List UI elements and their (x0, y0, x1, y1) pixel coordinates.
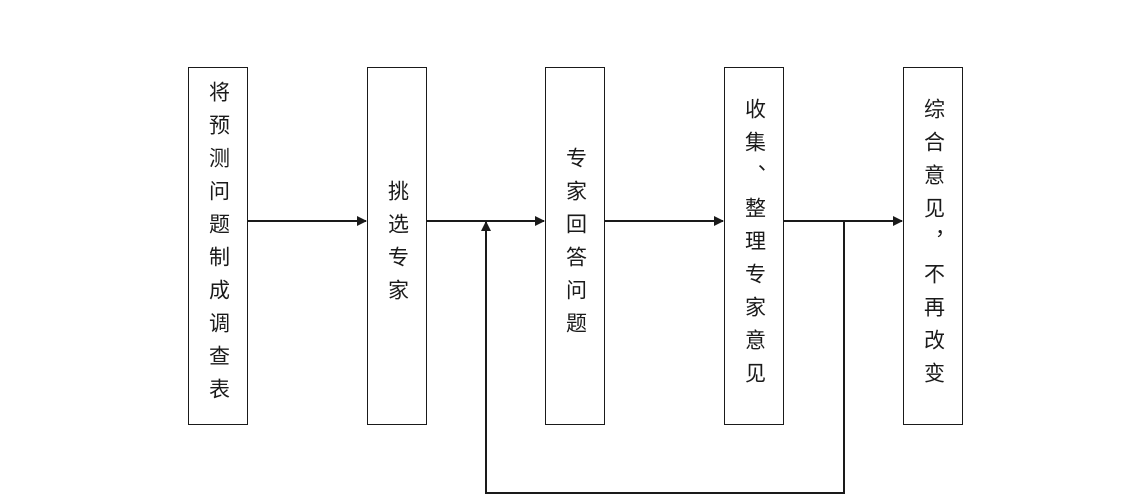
step-label-collect-opinions: 收集、整理专家意见 (742, 97, 767, 395)
step-box-collect-opinions: 收集、整理专家意见 (724, 67, 784, 425)
feedback-loop-arrow (481, 221, 845, 494)
step-label-make-questionnaire: 将预测问题制成调查表 (206, 81, 231, 411)
step-box-make-questionnaire: 将预测问题制成调查表 (188, 67, 248, 425)
step-label-experts-answer: 专家回答问题 (563, 147, 588, 345)
step-box-final-opinion: 综合意见，不再改变 (903, 67, 963, 425)
step-label-final-opinion: 综合意见，不再改变 (921, 97, 946, 395)
step-label-select-experts: 挑选专家 (385, 180, 410, 312)
step-box-select-experts: 挑选专家 (367, 67, 427, 425)
step-box-experts-answer: 专家回答问题 (545, 67, 605, 425)
